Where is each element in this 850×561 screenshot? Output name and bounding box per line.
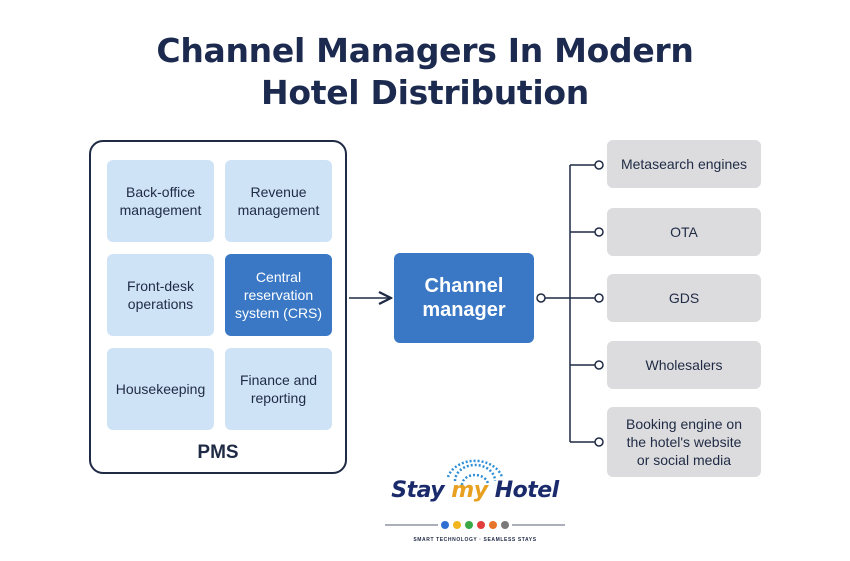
logo-dot bbox=[489, 521, 497, 529]
branch-5 bbox=[570, 437, 604, 447]
destination-wholesalers: Wholesalers bbox=[607, 341, 761, 389]
logo-dot bbox=[477, 521, 485, 529]
logo-dot bbox=[501, 521, 509, 529]
destination-ota: OTA bbox=[607, 208, 761, 256]
branch-3 bbox=[570, 293, 604, 303]
pms-label: PMS bbox=[197, 442, 239, 463]
channel-output-dot bbox=[536, 293, 546, 303]
logo-color-dots bbox=[441, 521, 509, 529]
branch-1 bbox=[570, 160, 604, 170]
title-line-1: Channel Managers In Modern bbox=[156, 31, 694, 70]
logo-dot bbox=[465, 521, 473, 529]
page-title: Channel Managers In Modern Hotel Distrib… bbox=[0, 30, 850, 114]
brand-tagline: SMART TECHNOLOGY · SEAMLESS STAYS bbox=[413, 537, 537, 543]
branch-4 bbox=[570, 360, 604, 370]
logo-wifi-icon bbox=[446, 459, 504, 486]
branch-2 bbox=[570, 227, 604, 237]
destination-metasearch: Metasearch engines bbox=[607, 140, 761, 188]
destination-gds: GDS bbox=[607, 274, 761, 322]
logo-dot bbox=[453, 521, 461, 529]
pms-module-housekeeping: Housekeeping bbox=[107, 348, 214, 430]
logo-dot bbox=[441, 521, 449, 529]
brand-logo: Stay my Hotel bbox=[391, 478, 559, 503]
title-line-2: Hotel Distribution bbox=[261, 73, 589, 112]
